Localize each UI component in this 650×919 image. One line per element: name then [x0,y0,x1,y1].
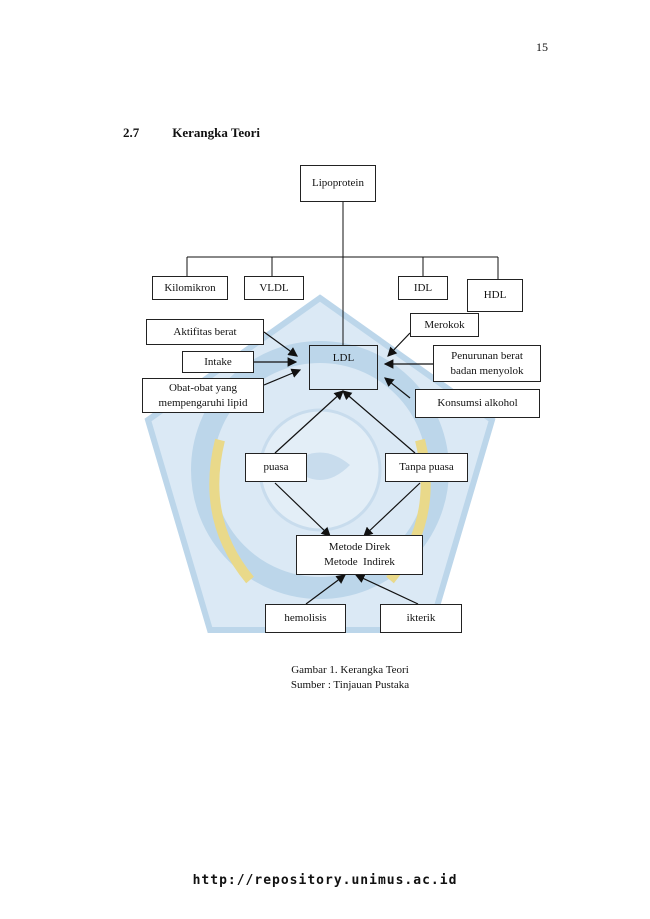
caption-line-1: Gambar 1. Kerangka Teori [291,664,409,676]
node-puasa: puasa [245,453,307,482]
footer-url: http://repository.unimus.ac.id [192,873,458,888]
node-penurunan-berat: Penurunan berat badan menyolok [433,345,541,382]
node-aktifitas-berat: Aktifitas berat [146,319,264,345]
node-merokok: Merokok [410,313,479,337]
section-number: 2.7 [123,125,140,140]
node-lipoprotein: Lipoprotein [300,165,376,202]
caption-line-2: Sumber : Tinjauan Pustaka [290,679,410,692]
page-number: 15 [536,40,548,54]
section-heading: 2.7 Kerangka Teori [123,125,260,141]
node-intake: Intake [182,351,254,373]
node-metode-indirek: Metode Indirek [324,556,395,568]
node-hemolisis: hemolisis [265,604,346,633]
figure-caption: Gambar 1. Kerangka Teori Sumber : Tinjau… [0,663,650,694]
node-hdl: HDL [467,279,523,312]
section-title: Kerangka Teori [172,125,261,140]
node-konsumsi-alkohol: Konsumsi alkohol [415,389,540,418]
node-ldl: LDL [309,345,378,390]
node-tanpa-puasa: Tanpa puasa [385,453,468,482]
node-obat-obat: Obat-obat yang mempengaruhi lipid [142,378,264,413]
node-idl: IDL [398,276,448,300]
node-ikterik: ikterik [380,604,462,633]
node-metode: Metode Direk Metode Indirek [296,535,423,575]
node-kilomikron: Kilomikron [152,276,228,300]
node-metode-direk: Metode Direk [328,541,391,554]
node-vldl: VLDL [244,276,304,300]
